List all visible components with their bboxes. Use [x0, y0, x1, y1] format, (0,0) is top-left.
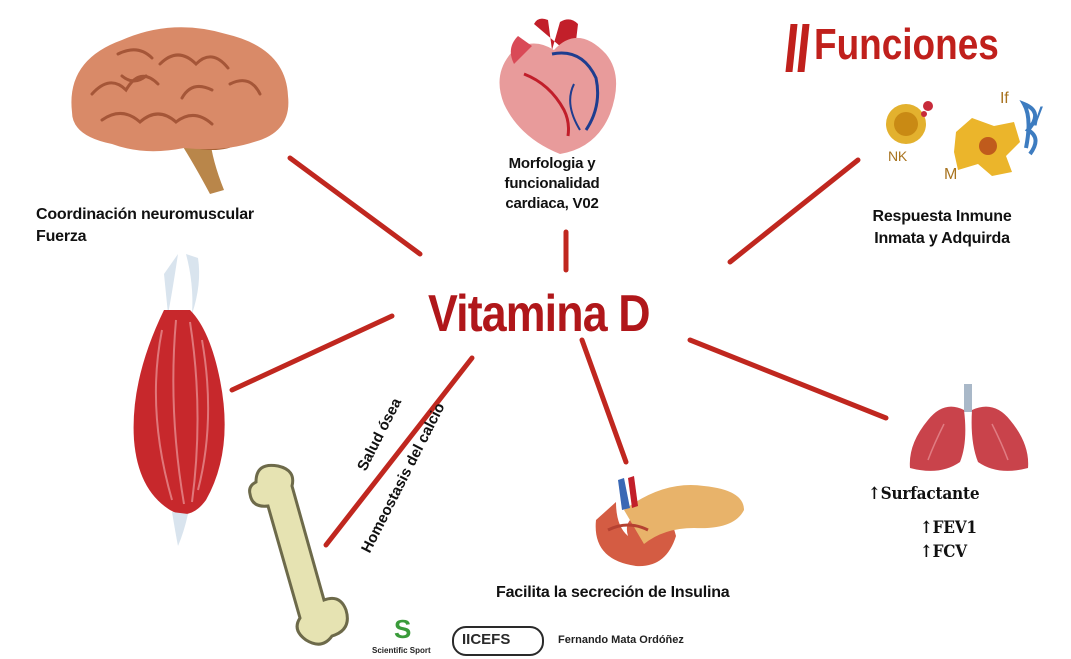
- heart-icon: [494, 14, 634, 154]
- author-text: Fernando Mata Ordóñez: [558, 634, 684, 646]
- nk-label: NK: [888, 148, 907, 164]
- immune-label: Respuesta Inmune Inmata y Adquirda: [836, 206, 1048, 250]
- line-lungs: [690, 340, 886, 418]
- muscle-icon: [126, 250, 236, 550]
- lungs-surfactant: ↑Surfactante: [868, 484, 979, 504]
- fev1-text: FEV1: [933, 518, 977, 538]
- heart-label-line1: Morfologia y: [462, 154, 642, 174]
- heart-label-line2: funcionalidad: [462, 174, 642, 194]
- pancreas-label: Facilita la secreción de Insulina: [496, 584, 730, 602]
- line-pancreas: [582, 340, 626, 462]
- if-label: If: [1000, 90, 1009, 108]
- center-title: Vitamina D: [428, 284, 650, 344]
- bone-icon: [240, 460, 360, 650]
- fev1-row: ↑FEV1: [920, 516, 977, 540]
- scientific-sport-text: Scientific Sport: [372, 646, 431, 655]
- up-arrow-icon: ↑: [920, 542, 933, 562]
- fcv-row: ↑FCV: [920, 540, 977, 564]
- immune-label-line1: Respuesta Inmune: [836, 206, 1048, 228]
- brain-label: Coordinación neuromuscular Fuerza: [36, 206, 254, 246]
- up-arrow-icon: ↑: [920, 518, 933, 538]
- line-muscle: [232, 316, 392, 390]
- heart-label: Morfologia y funcionalidad cardiaca, V02: [462, 154, 642, 214]
- brain-icon: [62, 24, 302, 194]
- s-logo-icon: S: [394, 614, 411, 645]
- lungs-metrics: ↑FEV1 ↑FCV: [920, 516, 977, 564]
- lungs-icon: [904, 384, 1034, 474]
- heart-label-line3: cardiaca, V02: [462, 194, 642, 214]
- heading-bars-icon: [784, 24, 814, 70]
- up-arrow-icon: ↑: [868, 484, 881, 504]
- pancreas-icon: [588, 470, 748, 580]
- iicefs-text: IICEFS: [462, 631, 510, 648]
- gamma-label: γ: [1030, 96, 1043, 127]
- brain-label-line1: Coordinación neuromuscular: [36, 206, 254, 224]
- fcv-text: FCV: [933, 542, 967, 562]
- scientific-sport-logo: S Scientific Sport: [372, 618, 442, 656]
- m-label: M: [944, 166, 957, 184]
- iicefs-logo: IICEFS: [452, 626, 544, 656]
- immune-label-line2: Inmata y Adquirda: [836, 228, 1048, 250]
- heading-title: Funciones: [814, 20, 999, 70]
- brain-label-line2: Fuerza: [36, 228, 254, 246]
- surfactant-text: Surfactante: [881, 484, 980, 504]
- line-brain: [290, 158, 420, 254]
